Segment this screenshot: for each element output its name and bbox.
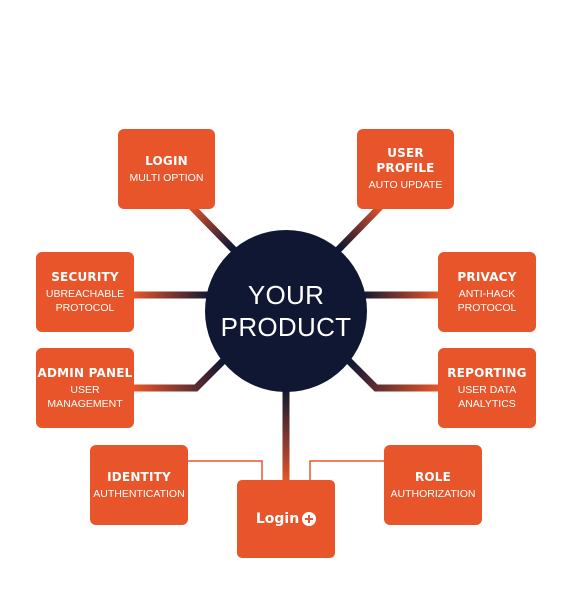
connector-login xyxy=(187,202,237,253)
node-role-subtitle: AUTHORIZATION xyxy=(390,487,476,500)
node-security-subtitle: UBREACHABLE PROTOCOL xyxy=(45,287,125,314)
node-login: LOGIN MULTI OPTION xyxy=(118,129,215,209)
node-user-profile-subtitle: AUTO UPDATE xyxy=(368,179,443,191)
center-product-circle: YOUR PRODUCT xyxy=(205,230,367,392)
node-admin-panel-title: ADMIN PANEL xyxy=(37,365,133,380)
node-login-title: LOGIN xyxy=(145,153,188,168)
login-button[interactable]: Login xyxy=(237,480,335,558)
node-reporting-title: REPORTING xyxy=(447,365,527,380)
connector-role xyxy=(309,460,385,482)
connector-reporting xyxy=(345,357,438,392)
node-privacy-title: PRIVACY xyxy=(457,269,517,284)
node-user-profile: USER PROFILE AUTO UPDATE xyxy=(357,129,454,209)
plus-circle-icon xyxy=(302,512,317,526)
login-button-label: Login xyxy=(255,511,300,527)
node-role: ROLE AUTHORIZATION xyxy=(384,445,482,525)
node-privacy-subtitle: ANTI-HACK PROTOCOL xyxy=(457,287,517,314)
node-user-profile-title: USER PROFILE xyxy=(376,146,435,175)
node-login-subtitle: MULTI OPTION xyxy=(129,171,204,184)
node-identity-subtitle: AUTHENTICATION xyxy=(93,487,185,500)
connector-user-profile xyxy=(335,202,385,253)
node-reporting: REPORTING USER DATA ANALYTICS xyxy=(438,348,536,428)
node-role-title: ROLE xyxy=(414,469,452,484)
node-admin-panel: ADMIN PANEL USER MANAGEMENT xyxy=(36,348,134,428)
node-identity-title: IDENTITY xyxy=(107,469,171,484)
node-privacy: PRIVACY ANTI-HACK PROTOCOL xyxy=(438,252,536,332)
connector-admin-panel xyxy=(134,357,227,392)
node-reporting-subtitle: USER DATA ANALYTICS xyxy=(457,383,517,410)
node-security-title: SECURITY xyxy=(51,269,119,284)
connector-identity xyxy=(187,460,263,482)
center-label: YOUR PRODUCT xyxy=(220,280,352,342)
node-identity: IDENTITY AUTHENTICATION xyxy=(90,445,188,525)
node-security: SECURITY UBREACHABLE PROTOCOL xyxy=(36,252,134,332)
node-admin-panel-subtitle: USER MANAGEMENT xyxy=(47,383,123,410)
